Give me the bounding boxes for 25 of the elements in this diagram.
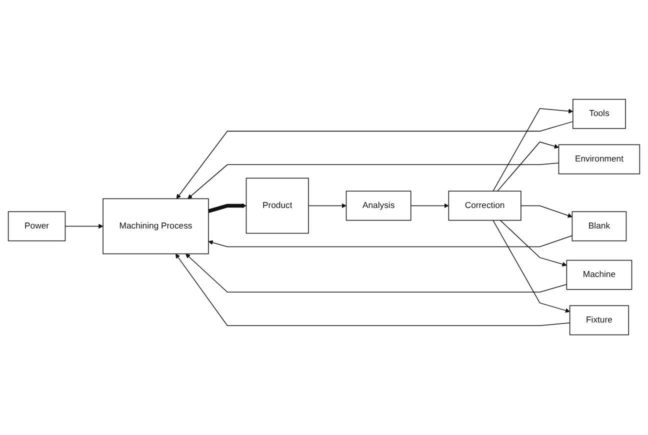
node-box (448, 191, 522, 222)
arrow (185, 254, 568, 293)
node-box (566, 260, 632, 290)
node-box (572, 99, 626, 130)
arrow (208, 204, 246, 214)
arrow (188, 163, 560, 200)
node-box (102, 198, 209, 255)
arrow (64, 224, 104, 230)
arrow (520, 206, 572, 218)
arrow (308, 204, 346, 209)
node-box (346, 191, 412, 222)
arrow (208, 236, 573, 248)
node-box (569, 306, 630, 336)
arrow (492, 108, 574, 192)
arrow (176, 122, 574, 200)
node-box (558, 144, 640, 175)
arrow (500, 220, 567, 267)
node-box (8, 212, 66, 242)
node-box (246, 178, 309, 234)
arrow (175, 254, 570, 326)
flowchart: Power Machining Process Product Analysis Correction Tools Environment Blank Machine Fixture (4, 95, 644, 340)
node-box (572, 212, 627, 242)
arrow (492, 220, 570, 314)
arrow (410, 204, 449, 209)
arrow (497, 142, 559, 192)
